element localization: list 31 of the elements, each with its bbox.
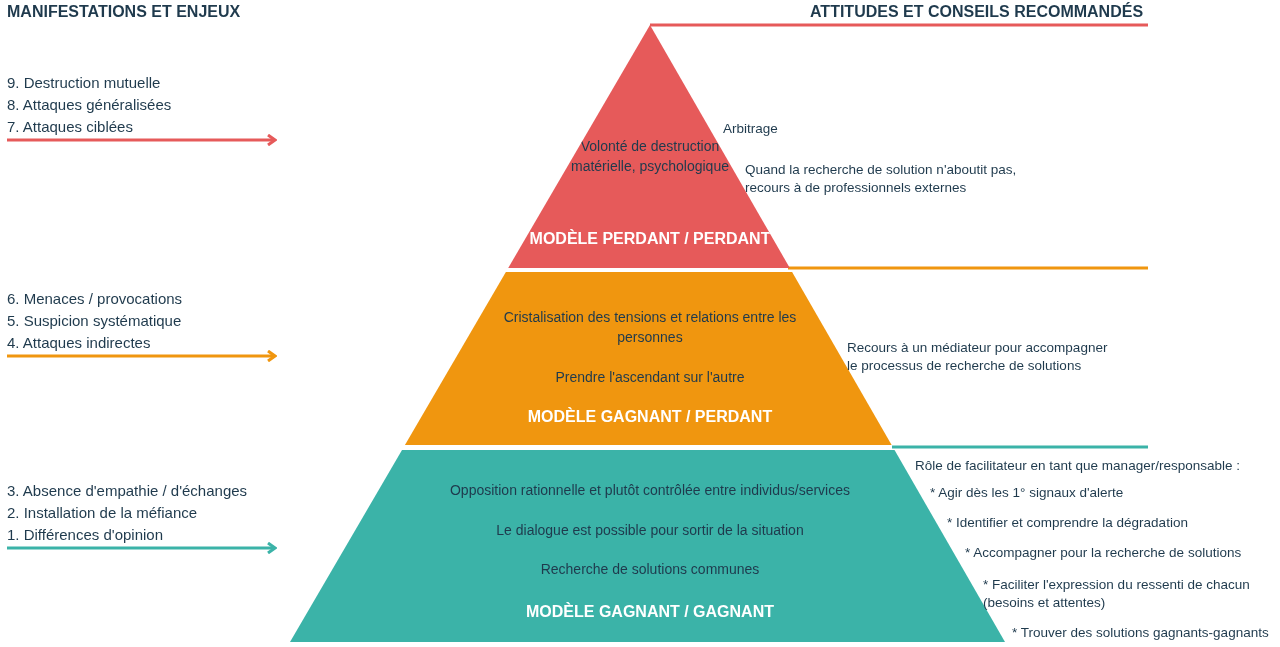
list-item: 4. Attaques indirectes: [7, 333, 151, 353]
advice-text: * Accompagner pour la recherche de solutions: [965, 544, 1243, 562]
tier-text: Cristalisation des tensions et relations entre les personnes: [502, 308, 798, 347]
tier-text: Prendre l'ascendant sur l'autre: [554, 368, 746, 387]
list-item: 9. Destruction mutuelle: [7, 73, 161, 93]
arrow: [7, 133, 277, 147]
advice-text: * Faciliter l'expression du ressenti de chacun (besoins et attentes): [983, 576, 1251, 612]
advice-text: * Trouver des solutions gagnants-gagnants: [1012, 624, 1270, 642]
advice-text: * Identifier et comprendre la dégradation: [947, 514, 1189, 532]
tier-text: Recherche de solutions communes: [539, 560, 761, 579]
arrow: [7, 349, 277, 363]
advice-text: Recours à un médiateur pour accompagner le processus de recherche de solutions: [847, 339, 1109, 375]
list-item: 5. Suspicion systématique: [7, 311, 182, 331]
tier-text: Le dialogue est possible pour sortir de la situation: [495, 521, 805, 540]
advice-text: Rôle de facilitateur en tant que manager/responsable :: [915, 457, 1241, 475]
advice-text: Quand la recherche de solution n'aboutit pas, recours à de professionnels externes: [745, 161, 1018, 197]
list-item: 3. Absence d'empathie / d'échanges: [7, 481, 248, 501]
list-item: 8. Attaques généralisées: [7, 95, 172, 115]
advice-text: Arbitrage: [723, 120, 779, 138]
list-item: 2. Installation de la méfiance: [7, 503, 198, 523]
list-item: 6. Menaces / provocations: [7, 289, 183, 309]
arrow: [7, 541, 277, 555]
section-heading: MANIFESTATIONS ET ENJEUX: [7, 3, 241, 21]
advice-text: * Agir dès les 1° signaux d'alerte: [930, 484, 1125, 502]
tier-text: Opposition rationnelle et plutôt contrôlée entre individus/services: [449, 481, 851, 500]
list-item: 7. Attaques ciblées: [7, 117, 133, 137]
section-heading: ATTITUDES ET CONSEILS RECOMMANDÉS: [810, 3, 1144, 21]
tier-heading: MODÈLE GAGNANT / PERDANT: [526, 408, 774, 426]
tier-heading: MODÈLE PERDANT / PERDANT: [528, 230, 772, 248]
list-item: 1. Différences d'opinion: [7, 525, 164, 545]
tier-heading: MODÈLE GAGNANT / GAGNANT: [525, 603, 775, 621]
